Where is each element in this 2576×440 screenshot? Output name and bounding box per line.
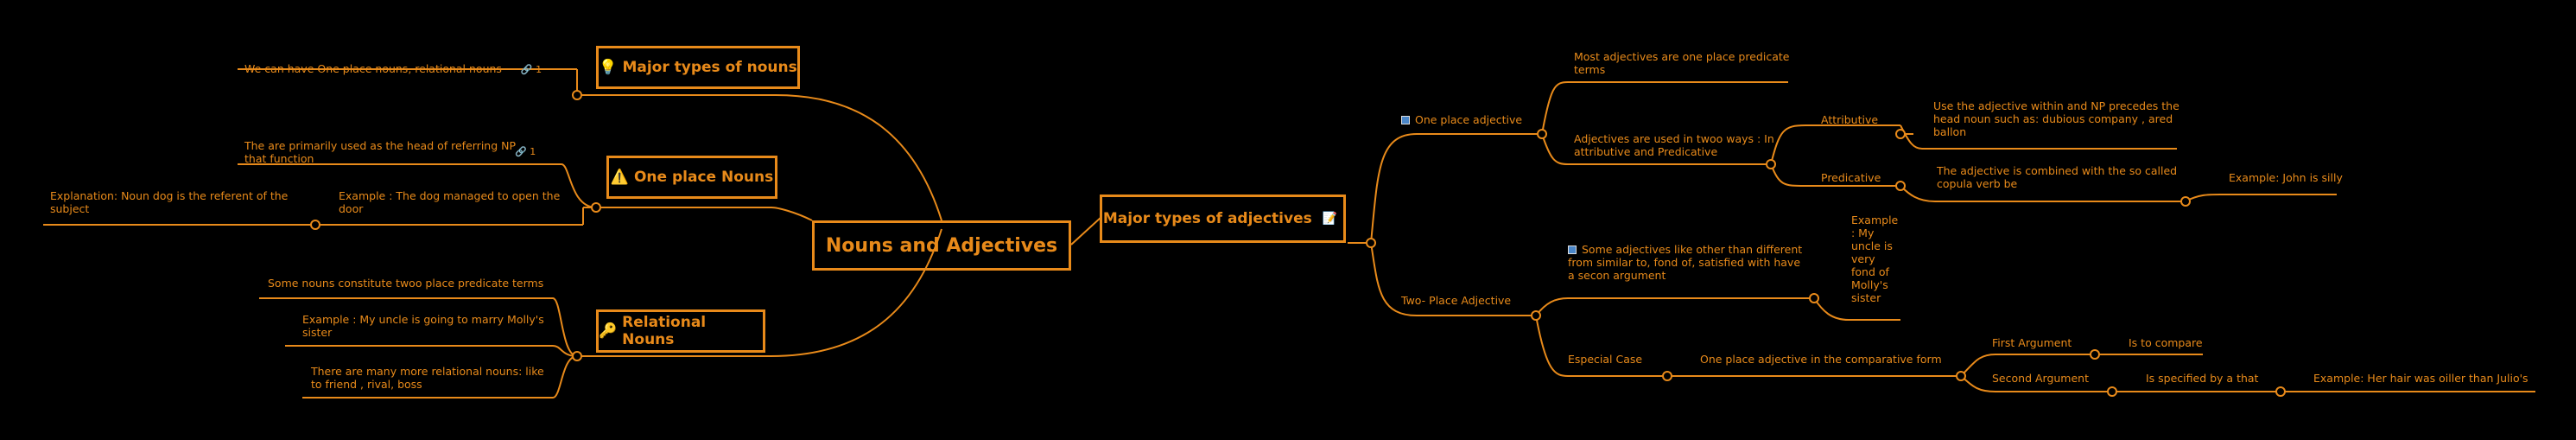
node-two-place-terms[interactable]: Some nouns constitute twoo place predica… — [268, 277, 544, 290]
node-is-to-compare[interactable]: Is to compare — [2129, 336, 2203, 349]
topic-title: Major types of adjectives — [1102, 210, 1312, 227]
node-attributive[interactable]: Attributive — [1821, 113, 1879, 126]
node-marry-example[interactable]: Example : My uncle is going to marry Mol… — [302, 313, 544, 339]
topic-one-place-nouns[interactable]: ⚠️ One place Nouns — [606, 156, 777, 199]
node-most-adjectives[interactable]: Most adjectives are one place predicate … — [1574, 50, 1790, 76]
notes-icon: 📝 — [1322, 212, 1338, 226]
node-dog-explanation[interactable]: Explanation: Noun dog is the referent of… — [50, 189, 289, 215]
node-specified-by-that[interactable]: Is specified by a that — [2146, 372, 2259, 385]
topic-major-types-of-nouns[interactable]: 💡 Major types of nouns — [596, 46, 800, 89]
node-first-argument[interactable]: First Argument — [1992, 336, 2072, 349]
lightbulb-icon: 💡 — [599, 59, 618, 76]
node-one-place-adjective[interactable]: One place adjective — [1401, 113, 1522, 126]
topic-title: One place Nouns — [633, 169, 774, 186]
node-dog-example[interactable]: Example : The dog managed to open the do… — [339, 189, 561, 215]
key-icon: 🔑 — [599, 322, 618, 340]
node-predicative-desc[interactable]: The adjective is combined with the so ca… — [1937, 164, 2178, 190]
node-nouns-kinds[interactable]: We can have One place nouns, relational … — [244, 62, 542, 75]
topic-major-types-of-adjectives[interactable]: Major types of adjectives 📝 — [1100, 194, 1346, 243]
node-more-relational[interactable]: There are many more relational nouns: li… — [311, 365, 544, 391]
node-comparative[interactable]: One place adjective in the comparative f… — [1700, 353, 1942, 366]
node-uncle-example[interactable]: Example : My uncle is very fond of Molly… — [1851, 214, 1899, 304]
link-icon[interactable]: 🔗 1 — [520, 64, 542, 75]
topic-relational-nouns[interactable]: 🔑 Relational Nouns — [596, 309, 765, 353]
node-attributive-desc[interactable]: Use the adjective within and NP precedes… — [1933, 99, 2179, 138]
node-predicative[interactable]: Predicative — [1821, 171, 1881, 184]
node-especial-case[interactable]: Especial Case — [1568, 353, 1643, 366]
link-icon[interactable]: 🔗 1 — [515, 146, 536, 157]
flag-icon — [1401, 116, 1410, 124]
node-two-ways[interactable]: Adjectives are used in twoo ways : In at… — [1574, 132, 1774, 158]
warning-icon: ⚠️ — [610, 169, 629, 186]
flag-icon — [1568, 246, 1577, 254]
node-some-adjectives[interactable]: Some adjectives like other than differen… — [1568, 243, 1803, 282]
node-head-of-np[interactable]: The are primarily used as the head of re… — [244, 139, 517, 165]
topic-title: Major types of nouns — [622, 59, 797, 76]
node-hair-example[interactable]: Example: Her hair was oiller than Julio'… — [2313, 372, 2528, 385]
node-two-place-adjective[interactable]: Two- Place Adjective — [1401, 294, 1512, 307]
root-title: Nouns and Adjectives — [825, 234, 1058, 257]
root-node[interactable]: Nouns and Adjectives — [812, 220, 1071, 271]
topic-title: Relational Nouns — [622, 314, 707, 348]
node-second-argument[interactable]: Second Argument — [1992, 372, 2089, 385]
node-predicative-example[interactable]: Example: John is silly — [2229, 171, 2343, 184]
